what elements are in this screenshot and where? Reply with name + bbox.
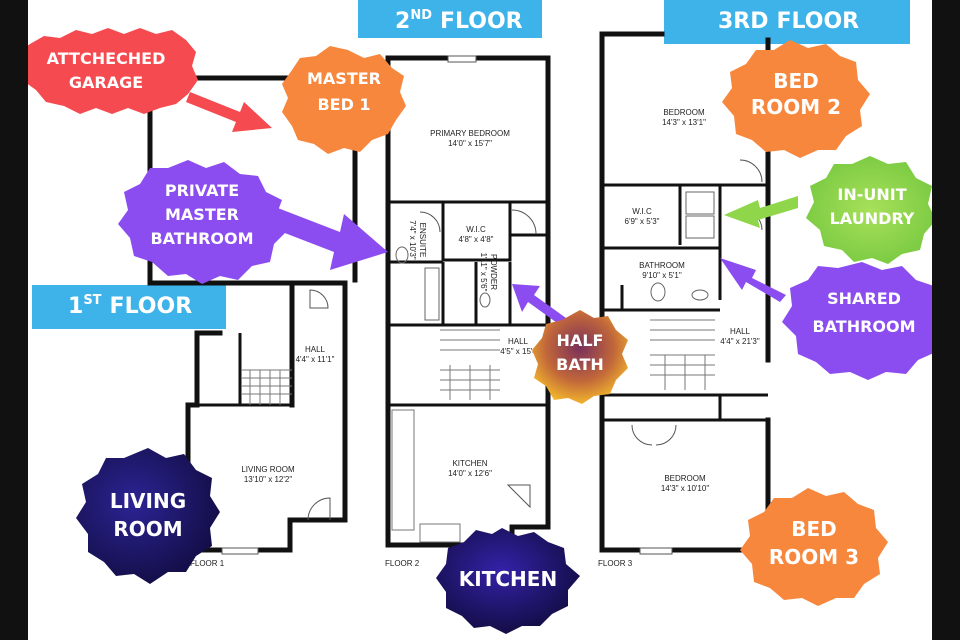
svg-text:MASTER: MASTER (165, 205, 239, 224)
svg-text:KITCHEN: KITCHEN (459, 567, 557, 591)
svg-text:HALF: HALF (557, 331, 604, 350)
f3-hall-dim: 4'4" x 21'3" (720, 337, 760, 346)
callout-master-bed: MASTER BED 1 (282, 46, 406, 154)
callout-living-room: LIVING ROOM (76, 448, 220, 584)
f3-wic-dim: 6'9" x 5'3" (625, 217, 660, 226)
f1-living-dim: 13'10" x 12'2" (244, 475, 292, 484)
f1-living-name: LIVING ROOM (241, 465, 295, 474)
callout-private-bath: PRIVATE MASTER BATHROOM (118, 160, 286, 284)
f1-hall-name: HALL (305, 345, 326, 354)
svg-text:BATH: BATH (556, 355, 604, 374)
svg-text:BATHROOM: BATHROOM (150, 229, 253, 248)
f2-hall-dim: 4'5" x 15'4" (500, 347, 540, 356)
f2-bathtub (424, 267, 440, 321)
svg-text:PRIVATE: PRIVATE (165, 181, 239, 200)
callout-kitchen: KITCHEN (436, 528, 580, 634)
f2-kitchen-name: KITCHEN (452, 459, 487, 468)
svg-text:BED: BED (773, 69, 819, 93)
floor-2-plan: PRIMARY BEDROOM 14'0" x 15'7" W.I.C 4'8"… (385, 55, 551, 568)
arrow-private-bath (264, 205, 388, 270)
callout-bed-room-2: BED ROOM 2 (722, 40, 870, 158)
svg-text:BED: BED (791, 517, 837, 541)
f2-ensuite-dim: 7'4" x 10'3" (408, 220, 417, 260)
f2-counter (391, 409, 415, 531)
f3-bedroom-top-dim: 14'3" x 13'1" (662, 118, 706, 127)
f3-bedroom-bottom-dim: 14'3" x 10'10" (661, 484, 709, 493)
arrow-half-bath (512, 284, 566, 325)
f2-powder-name: POWDER (489, 254, 498, 290)
f2-ensuite-name: ENSUITE (418, 223, 427, 258)
floor-3-plan: BEDROOM 14'3" x 13'1" W.I.C 6'9" x 5'3" … (598, 31, 771, 568)
f3-wic-name: W.I.C (632, 207, 652, 216)
arrow-garage (186, 92, 272, 132)
floor-1-plan: HALL 4'4" x 11'1" LIVING ROOM 13'10" x 1… (185, 280, 348, 568)
svg-text:BED 1: BED 1 (317, 95, 370, 114)
svg-text:SHARED: SHARED (827, 289, 901, 308)
callout-half-bath: HALF BATH (532, 310, 628, 404)
svg-text:BATHROOM: BATHROOM (812, 317, 915, 336)
f3-bathroom-dim: 9'10" x 5'1" (642, 271, 682, 280)
f3-bedroom-top-name: BEDROOM (663, 108, 705, 117)
svg-text:ROOM: ROOM (113, 517, 182, 541)
floor-2-caption: FLOOR 2 (385, 559, 420, 568)
f1-hall-dim: 4'4" x 11'1" (296, 355, 335, 364)
arrow-laundry (724, 196, 798, 228)
svg-text:GARAGE: GARAGE (69, 73, 143, 92)
svg-text:IN-UNIT: IN-UNIT (837, 185, 906, 204)
f2-kitchen-dim: 14'0" x 12'6" (448, 469, 492, 478)
callout-shared-bath: SHARED BATHROOM (782, 262, 932, 380)
arrow-shared-bath (720, 258, 786, 302)
f3-bathroom-name: BATHROOM (639, 261, 685, 270)
svg-text:ATTCHECHED: ATTCHECHED (47, 49, 166, 68)
f3-bedroom-bottom-name: BEDROOM (664, 474, 706, 483)
f2-primary-name: PRIMARY BEDROOM (430, 129, 510, 138)
svg-text:MASTER: MASTER (307, 69, 381, 88)
callout-laundry: IN-UNIT LAUNDRY (806, 156, 932, 264)
svg-text:ROOM 3: ROOM 3 (769, 545, 859, 569)
f2-wic-name: W.I.C (466, 225, 486, 234)
svg-text:LIVING: LIVING (110, 489, 186, 513)
callout-garage: ATTCHECHED GARAGE (28, 28, 198, 114)
svg-text:ROOM 2: ROOM 2 (751, 95, 841, 119)
f2-primary-dim: 14'0" x 15'7" (448, 139, 492, 148)
f2-hall-name: HALL (508, 337, 529, 346)
floor-3-caption: FLOOR 3 (598, 559, 633, 568)
floor-1-caption: FLOOR 1 (190, 559, 225, 568)
svg-text:LAUNDRY: LAUNDRY (830, 209, 915, 228)
callout-bed-room-3: BED ROOM 3 (740, 488, 888, 606)
f3-hall-name: HALL (730, 327, 751, 336)
f2-powder-dim: 1'11" x 5'6" (479, 253, 488, 292)
f2-wic-dim: 4'8" x 4'8" (459, 235, 494, 244)
